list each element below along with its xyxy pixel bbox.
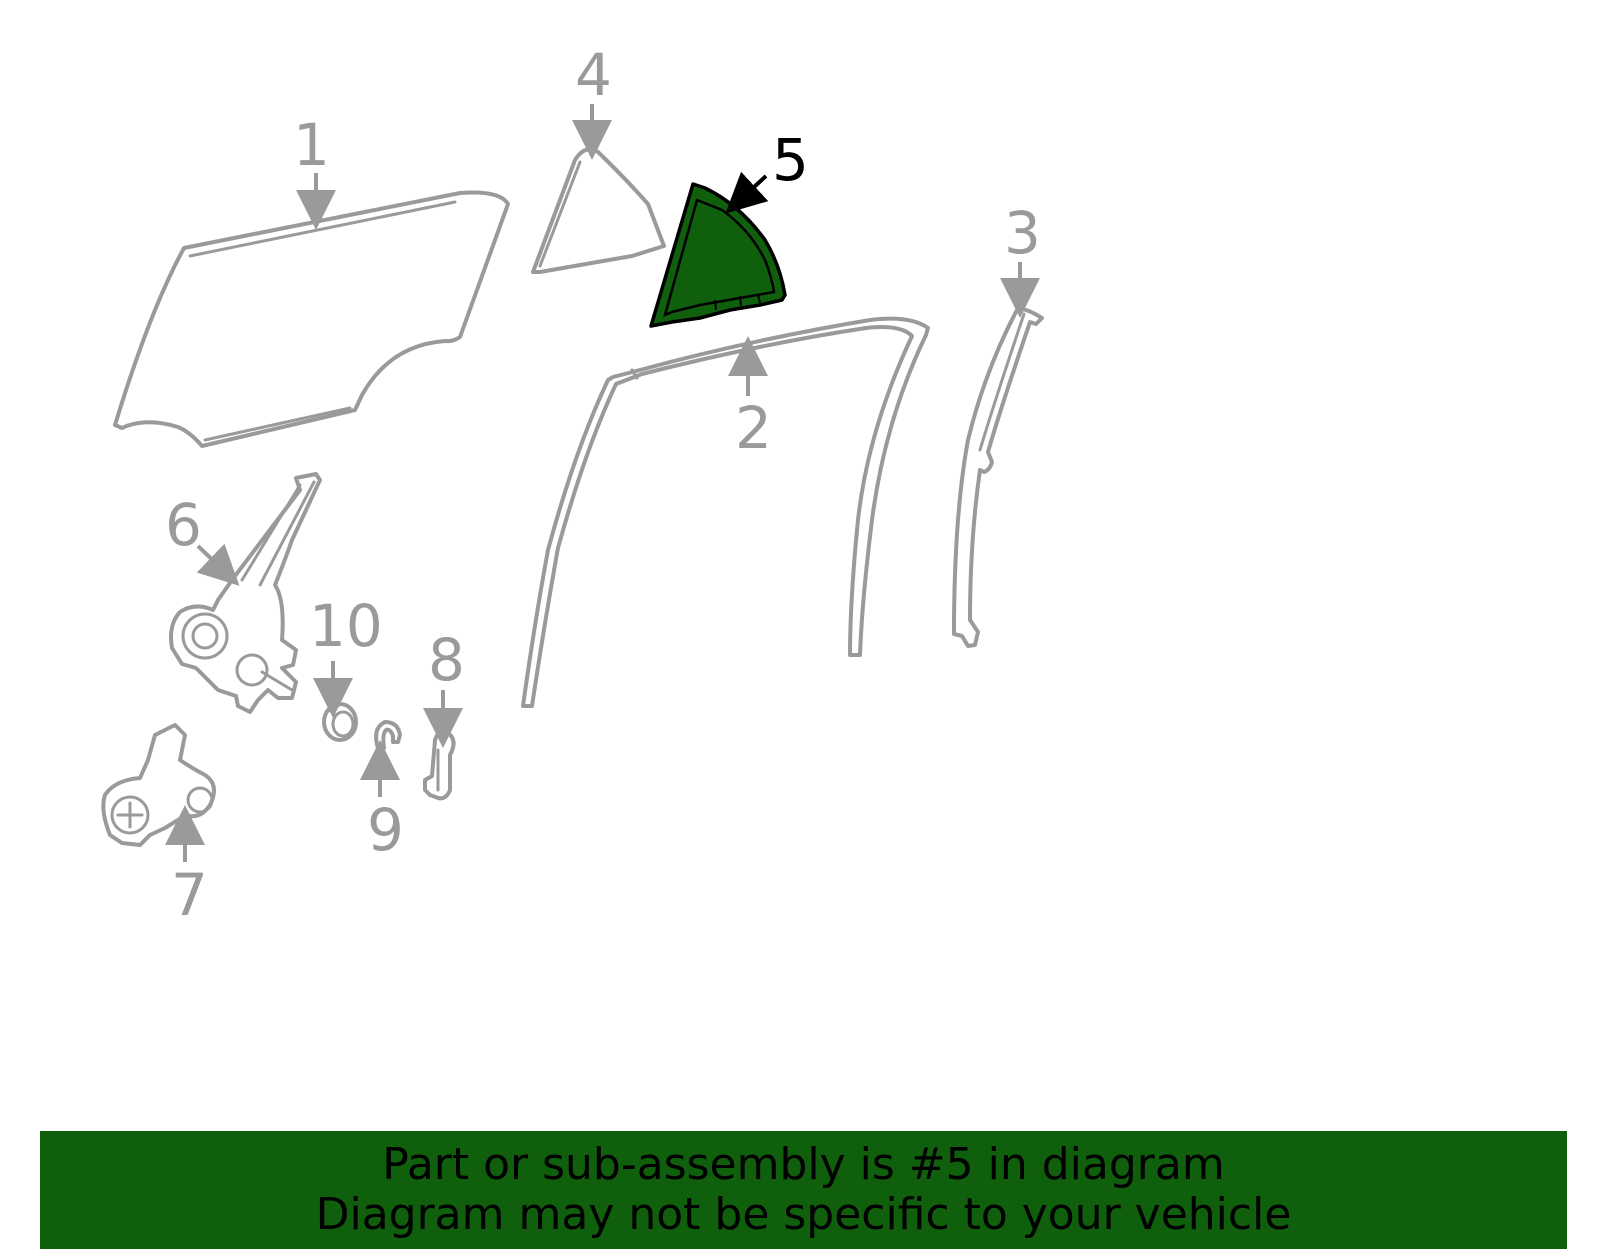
callout-7: 7 — [171, 861, 208, 929]
callout-9: 9 — [367, 796, 404, 864]
part-10-grommet[interactable] — [322, 702, 358, 742]
part-3-division-bar[interactable] — [952, 306, 1044, 648]
callout-6-arrow — [196, 543, 240, 586]
part-8-guide[interactable] — [423, 730, 456, 801]
callout-3: 3 — [1004, 199, 1041, 267]
part-2-glass-run-channel[interactable] — [521, 316, 930, 708]
callout-4: 4 — [575, 41, 612, 109]
part-4-quarter-glass[interactable] — [531, 147, 666, 274]
banner-line-1: Part or sub-assembly is #5 in diagram — [382, 1139, 1225, 1190]
callout-5-arrow — [725, 171, 769, 214]
callout-5: 5 — [772, 126, 809, 194]
part-6-window-regulator[interactable] — [169, 472, 322, 714]
callout-6: 6 — [165, 491, 202, 559]
callout-2: 2 — [735, 394, 772, 462]
part-1-door-glass[interactable] — [113, 190, 510, 448]
callout-8: 8 — [428, 626, 465, 694]
info-banner: Part or sub-assembly is #5 in diagram Di… — [40, 1131, 1567, 1249]
callout-1: 1 — [293, 111, 330, 179]
banner-line-2: Diagram may not be specific to your vehi… — [315, 1189, 1292, 1240]
part-9-clip[interactable] — [374, 720, 402, 750]
callout-10: 10 — [309, 592, 383, 660]
part-5-quarter-window-assembly[interactable] — [649, 182, 787, 328]
part-7-window-motor[interactable] — [101, 723, 216, 847]
